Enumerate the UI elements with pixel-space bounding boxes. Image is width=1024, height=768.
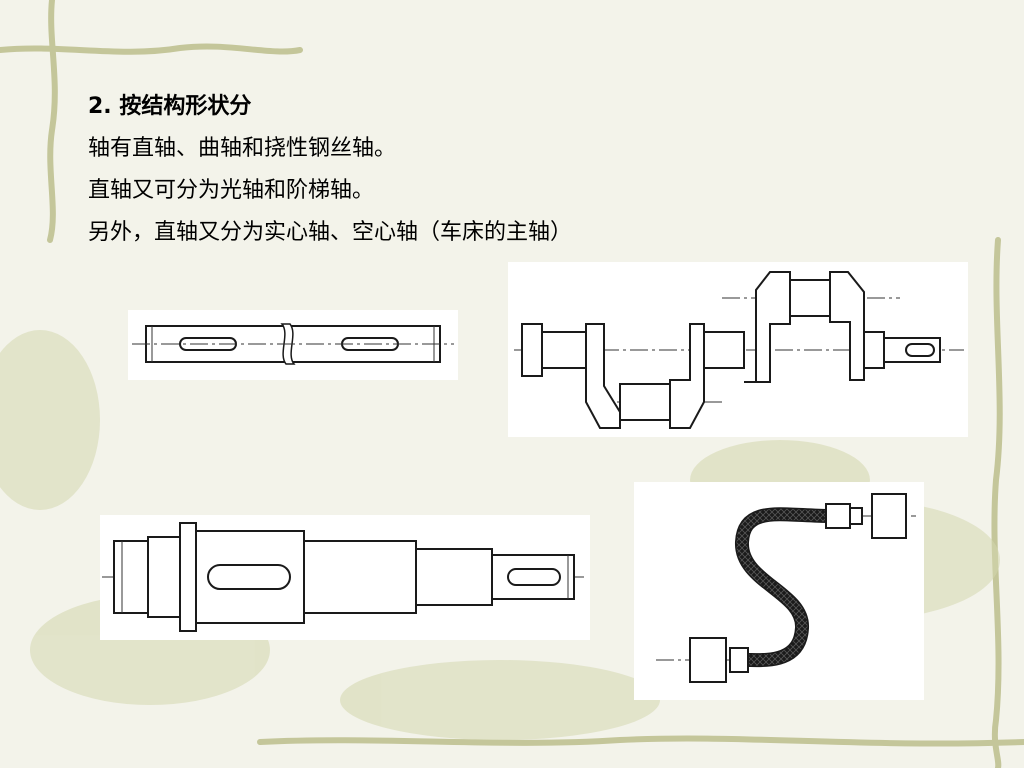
flexible-wire-shaft-drawing	[634, 482, 924, 700]
smooth-shaft-drawing	[128, 310, 458, 380]
text-line-2: 直轴又可分为光轴和阶梯轴。	[88, 178, 375, 203]
text-line-1: 轴有直轴、曲轴和挠性钢丝轴。	[88, 136, 397, 161]
crankshaft-drawing	[508, 262, 968, 437]
slide-heading: 2. 按结构形状分	[88, 94, 252, 119]
slide-text: 2. 按结构形状分 轴有直轴、曲轴和挠性钢丝轴。 直轴又可分为光轴和阶梯轴。 另…	[88, 86, 572, 254]
stepped-shaft-drawing	[100, 515, 590, 640]
text-line-3: 另外，直轴又分为实心轴、空心轴（车床的主轴）	[88, 220, 573, 245]
